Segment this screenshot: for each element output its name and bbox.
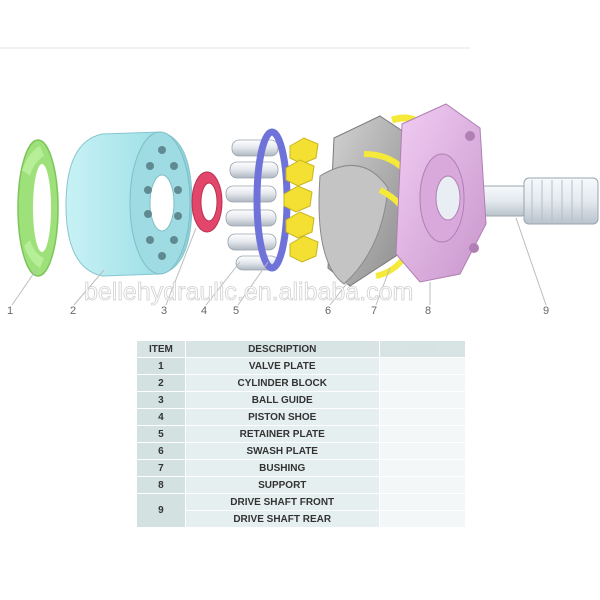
row-blank — [378, 408, 467, 426]
table-row: 8 SUPPORT — [136, 476, 467, 494]
row-item: 7 — [136, 459, 186, 477]
table-row: 4 PISTON SHOE — [136, 408, 467, 426]
row-item: 4 — [136, 408, 186, 426]
table-row: 9 DRIVE SHAFT FRONT — [136, 493, 467, 528]
swash-plate — [318, 115, 405, 287]
row-description: BUSHING — [184, 459, 380, 477]
table-row: 3 BALL GUIDE — [136, 391, 467, 409]
parts-table: ITEM DESCRIPTION • • • • 1 VALVE PLATE 2… — [136, 340, 467, 528]
row-description: CYLINDER BLOCK — [184, 374, 380, 392]
header-item: ITEM — [136, 340, 186, 358]
row-description: DRIVE SHAFT FRONT — [184, 493, 380, 511]
row-description: SWASH PLATE — [184, 442, 380, 460]
row-blank — [378, 476, 467, 494]
row-item: 8 — [136, 476, 186, 494]
header-logo-blank: • • • • — [378, 340, 467, 358]
header-description: DESCRIPTION — [184, 340, 380, 358]
row-description: BALL GUIDE — [184, 391, 380, 409]
ball-guide — [191, 171, 223, 233]
row-blank — [378, 357, 467, 375]
callout-5: 5 — [233, 305, 239, 317]
table-row: 6 SWASH PLATE — [136, 442, 467, 460]
pistons — [225, 139, 279, 271]
row-item: 5 — [136, 425, 186, 443]
callout-leaders — [11, 217, 547, 306]
row-item: 1 — [136, 357, 186, 375]
callout-1: 1 — [7, 305, 13, 317]
row-description: RETAINER PLATE — [184, 425, 380, 443]
callout-6: 6 — [325, 305, 331, 317]
row-description: SUPPORT — [184, 476, 380, 494]
row-blank — [378, 374, 467, 392]
row-blank — [378, 425, 467, 443]
table-row: 5 RETAINER PLATE — [136, 425, 467, 443]
support — [395, 103, 487, 283]
row-blank — [378, 391, 467, 409]
row-item: 6 — [136, 442, 186, 460]
row-item: 9 — [136, 493, 186, 528]
row-description: DRIVE SHAFT REAR — [184, 510, 380, 528]
row-blank — [378, 459, 467, 477]
row-description: VALVE PLATE — [184, 357, 380, 375]
row-blank — [378, 510, 467, 528]
table-row: 2 CYLINDER BLOCK — [136, 374, 467, 392]
row-blank — [378, 442, 467, 460]
callout-3: 3 — [161, 305, 167, 317]
valve-plate — [17, 139, 59, 277]
row-item: 3 — [136, 391, 186, 409]
callout-7: 7 — [371, 305, 377, 317]
row-item: 2 — [136, 374, 186, 392]
table-row: DRIVE SHAFT REAR — [137, 510, 467, 528]
row-blank — [378, 493, 467, 511]
table-header-row: ITEM DESCRIPTION • • • • — [136, 340, 467, 358]
watermark: bellehydraulic.en.alibaba.com — [84, 278, 413, 306]
table-row: 7 BUSHING — [136, 459, 467, 477]
piston-shoes — [283, 137, 319, 263]
row-description: PISTON SHOE — [184, 408, 380, 426]
table-row: 1 VALVE PLATE — [136, 357, 467, 375]
callout-9: 9 — [543, 305, 549, 317]
cylinder-block — [65, 131, 193, 277]
callout-2: 2 — [70, 305, 76, 317]
callout-8: 8 — [425, 305, 431, 317]
callout-4: 4 — [201, 305, 207, 317]
